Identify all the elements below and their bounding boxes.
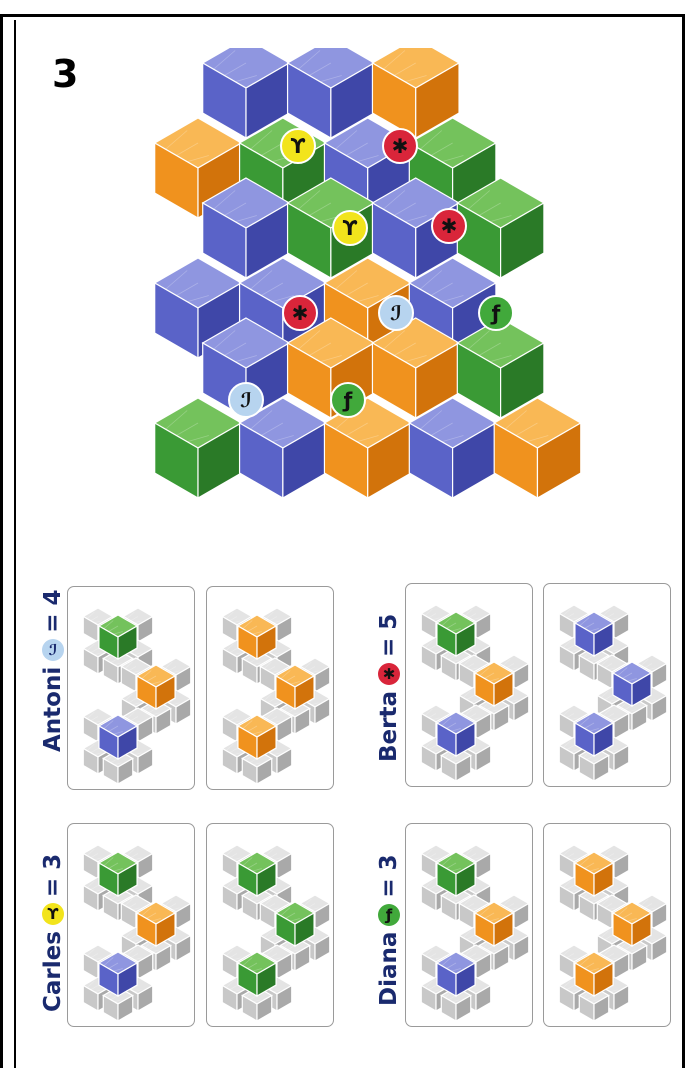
card-berta-1[interactable] bbox=[405, 583, 533, 787]
svg-text:ϒ: ϒ bbox=[343, 216, 359, 240]
step-number: 3 bbox=[52, 55, 78, 93]
card-carles-1[interactable] bbox=[67, 823, 195, 1027]
board-cube-5-0 bbox=[155, 398, 242, 498]
svg-text:✱: ✱ bbox=[392, 134, 409, 158]
yellow-token-icon: ϒ bbox=[42, 903, 64, 925]
player-equation: = 4 bbox=[40, 589, 66, 632]
red-token-icon: ✱ bbox=[378, 663, 400, 685]
token-yellow-icon: ϒ bbox=[281, 129, 315, 163]
token-red-icon: ✱ bbox=[383, 129, 417, 163]
token-lightblue-icon: ℐ bbox=[379, 296, 413, 330]
svg-text:ϒ: ϒ bbox=[291, 134, 307, 158]
token-red-icon: ✱ bbox=[283, 296, 317, 330]
player-equation: = 3 bbox=[40, 854, 66, 897]
token-green-icon: ƒ bbox=[331, 383, 365, 417]
svg-text:✱: ✱ bbox=[441, 214, 458, 238]
token-red-icon: ✱ bbox=[432, 209, 466, 243]
svg-text:ƒ: ƒ bbox=[342, 388, 353, 412]
card-carles-2[interactable] bbox=[206, 823, 334, 1027]
player-label-antoni: Antoni ℐ = 4 bbox=[40, 589, 66, 752]
lightblue-token-icon: ℐ bbox=[42, 639, 64, 661]
card-antoni-1[interactable] bbox=[67, 586, 195, 790]
player-name: Antoni bbox=[40, 667, 66, 752]
token-lightblue-icon: ℐ bbox=[229, 383, 263, 417]
card-diana-1[interactable] bbox=[405, 823, 533, 1027]
green-token-icon: ƒ bbox=[378, 904, 400, 926]
card-berta-2[interactable] bbox=[543, 583, 671, 787]
svg-text:ƒ: ƒ bbox=[490, 301, 501, 325]
player-label-carles: Carles ϒ = 3 bbox=[40, 854, 66, 1012]
player-equation: = 3 bbox=[376, 854, 402, 897]
card-antoni-2[interactable] bbox=[206, 586, 334, 790]
player-name: Carles bbox=[40, 931, 66, 1012]
player-name: Diana bbox=[376, 932, 402, 1006]
token-green-icon: ƒ bbox=[479, 296, 513, 330]
player-equation: = 5 bbox=[376, 614, 402, 657]
svg-text:✱: ✱ bbox=[292, 301, 309, 325]
player-name: Berta bbox=[376, 691, 402, 762]
player-label-diana: Diana ƒ = 3 bbox=[376, 854, 402, 1006]
player-label-berta: Berta ✱ = 5 bbox=[376, 614, 402, 762]
svg-text:ℐ: ℐ bbox=[240, 388, 252, 412]
token-yellow-icon: ϒ bbox=[333, 211, 367, 245]
svg-text:ℐ: ℐ bbox=[390, 301, 402, 325]
card-diana-2[interactable] bbox=[543, 823, 671, 1027]
